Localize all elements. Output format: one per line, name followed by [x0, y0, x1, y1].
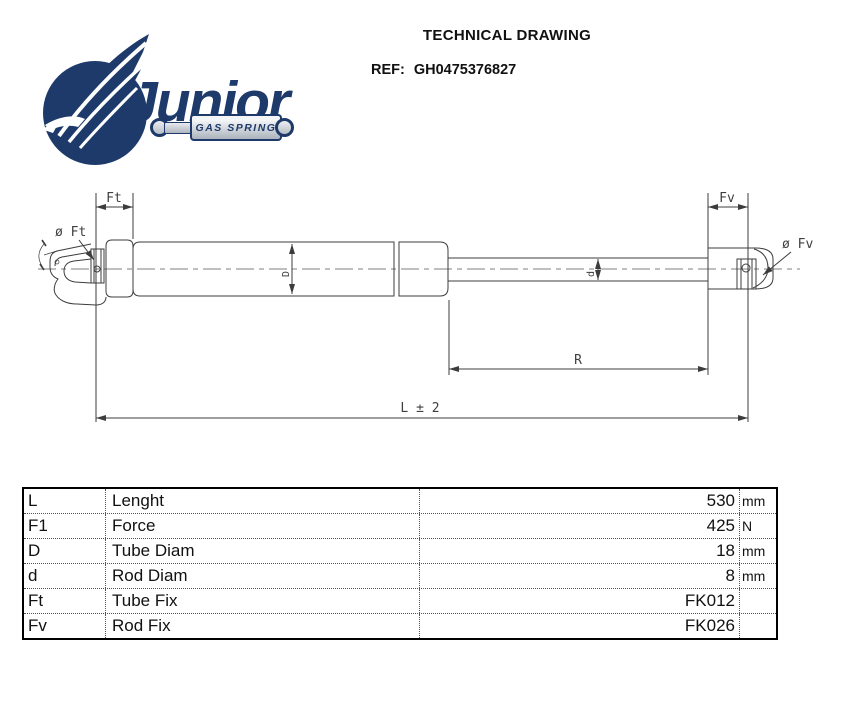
value-cell: FK012 [420, 589, 740, 613]
gas-spring-body [38, 239, 774, 306]
tube-section-2 [398, 241, 449, 297]
spec-table: L Lenght 530 mm F1 Force 425 N D Tube Di… [22, 487, 778, 640]
value-cell: FK026 [420, 614, 740, 638]
dim-label-tube-dia: D [281, 271, 292, 277]
symbol-cell: Fv [24, 614, 106, 638]
dim-label-length: L ± 2 [400, 401, 439, 416]
unit-cell: mm [742, 493, 766, 509]
dim-label-stroke: R [574, 353, 582, 368]
table-row-tube-fix: Ft Tube Fix FK012 [24, 589, 776, 614]
brand-logo: Junior GAS SPRING [0, 0, 330, 175]
value-cell: 530 [420, 489, 740, 513]
dimensions [78, 193, 792, 422]
value-cell: 8 [420, 564, 740, 588]
reference-line: REF: GH0475376827 [371, 62, 516, 78]
unit-cell: mm [742, 568, 766, 584]
symbol-cell: L [24, 489, 106, 513]
name-cell: Tube Diam [106, 539, 420, 563]
unit-cell: mm [742, 543, 766, 559]
reference-value: GH0475376827 [413, 62, 517, 78]
value-cell: 425 [420, 514, 740, 538]
dim-label-dia-fv: ø Fv [782, 237, 813, 252]
name-cell: Rod Fix [106, 614, 420, 638]
symbol-cell: D [24, 539, 106, 563]
page-title: TECHNICAL DRAWING [422, 27, 592, 44]
table-row-length: L Lenght 530 mm [24, 489, 776, 514]
unit-cell: N [742, 518, 753, 534]
tube-end-cap [105, 239, 134, 298]
brand-tagline: GAS SPRING [195, 121, 277, 134]
dim-label-fv: Fv [719, 191, 735, 206]
symbol-cell: F1 [24, 514, 106, 538]
rod-fixation-bracket [707, 247, 774, 290]
name-cell: Force [106, 514, 420, 538]
table-row-force: F1 Force 425 N [24, 514, 776, 539]
symbol-cell: Ft [24, 589, 106, 613]
wing-emblem-icon [41, 34, 149, 165]
name-cell: Rod Diam [106, 564, 420, 588]
symbol-cell: d [24, 564, 106, 588]
name-cell: Lenght [106, 489, 420, 513]
banner-right-eyelet-icon [275, 118, 294, 137]
unit-cell [740, 589, 776, 613]
dim-label-rod-dia: d [586, 271, 597, 277]
gas-spring-drawing: Ft Fv ø Ft ø Fv D d R L ± 2 [38, 191, 813, 422]
tube-section-1 [132, 241, 395, 297]
gas-spring-banner: GAS SPRING [150, 113, 295, 141]
name-cell: Tube Fix [106, 589, 420, 613]
banner-body: GAS SPRING [190, 114, 282, 141]
dim-label-dia-ft: ø Ft [55, 225, 86, 240]
dim-label-ft: Ft [106, 191, 122, 206]
value-cell: 18 [420, 539, 740, 563]
unit-cell [740, 614, 776, 638]
table-row-tube-diam: D Tube Diam 18 mm [24, 539, 776, 564]
table-row-rod-diam: d Rod Diam 8 mm [24, 564, 776, 589]
table-row-rod-fix: Fv Rod Fix FK026 [24, 614, 776, 638]
reference-label: REF: [371, 62, 405, 78]
